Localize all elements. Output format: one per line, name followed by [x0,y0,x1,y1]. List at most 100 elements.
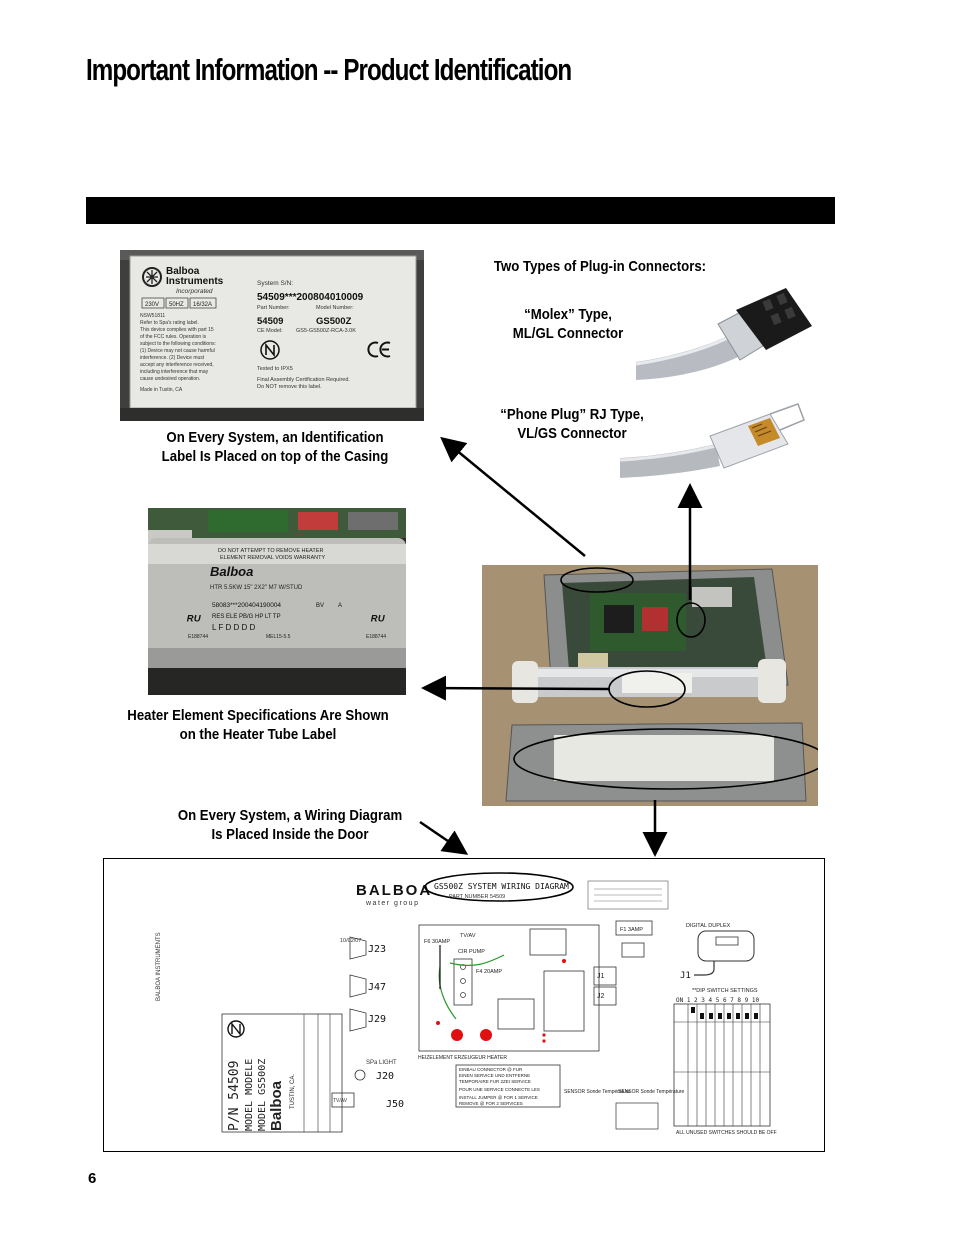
svg-text:(1) Device may not cause harmf: (1) Device may not cause harmful [140,348,215,354]
svg-text:water group: water group [365,900,419,907]
svg-text:CE Model:: CE Model: [257,328,283,334]
svg-text:230V: 230V [145,302,159,308]
svg-text:L F D D D D: L F D D D D [212,623,255,632]
svg-text:J1: J1 [680,971,691,981]
svg-text:J50: J50 [386,1099,404,1110]
svg-text:TUSTIN, CA.: TUSTIN, CA. [290,1074,296,1109]
svg-text:MEL15-5.5: MEL15-5.5 [266,634,291,640]
svg-text:REMOVE @ FOR 2 SERVICES: REMOVE @ FOR 2 SERVICES [459,1101,523,1106]
j20-connector: SPa LIGHT J20 [354,1060,397,1082]
svg-text:DO NOT ATTEMPT TO REMOVE HEATE: DO NOT ATTEMPT TO REMOVE HEATER [218,548,323,554]
svg-text:58083***200404190004: 58083***200404190004 [212,602,281,609]
svg-text:GS500Z SYSTEM WIRING DIAGRAM: GS500Z SYSTEM WIRING DIAGRAM [434,882,569,891]
svg-text:SPa LIGHT: SPa LIGHT [366,1060,397,1066]
svg-text:**DIP SWITCH SETTINGS: **DIP SWITCH SETTINGS [692,988,758,994]
svg-text:Model Number:: Model Number: [316,305,354,311]
svg-text:ᴿᵁ: ᴿᵁ [370,612,385,628]
id-label-photo: Balboa Instruments Incorporated 230V 50H… [120,250,424,421]
molex-connector-photo [636,280,836,384]
svg-text:MODEL GS500Z: MODEL GS500Z [257,1059,268,1131]
svg-text:Made in Tustin, CA: Made in Tustin, CA [140,387,183,393]
svg-text:54509***200804010009: 54509***200804010009 [257,292,364,303]
svg-text:ELEMENT REMOVAL VOIDS WARRANTY: ELEMENT REMOVAL VOIDS WARRANTY [220,555,325,561]
svg-text:J29: J29 [368,1014,386,1025]
svg-text:MODEL MODELE: MODEL MODELE [244,1059,255,1131]
svg-text:INSTALL JUMPER @ FOR 1 SERVICE: INSTALL JUMPER @ FOR 1 SERVICE [459,1095,538,1100]
wiring-caption: On Every System, a Wiring Diagram Is Pla… [177,807,403,843]
svg-text:16/32A: 16/32A [193,302,212,308]
svg-text:A: A [338,603,342,609]
wiring-diagram: BALBOA water group GS500Z SYSTEM WIRING … [103,858,825,1152]
svg-text:This device complies with part: This device complies with part 15 [140,327,214,333]
svg-text:Instruments: Instruments [166,276,224,287]
svg-text:ON 1 2 3 4 5 6 7 8 9 10: ON 1 2 3 4 5 6 7 8 9 10 [676,997,759,1004]
svg-text:F4 20AMP: F4 20AMP [476,969,502,975]
svg-text:POUR UNE SERVICE CONNECTE LES: POUR UNE SERVICE CONNECTE LES [459,1087,540,1092]
svg-text:SENSOR Sonde Température: SENSOR Sonde Température [618,1089,685,1095]
svg-text:HTR 5.5KW 15" 2X2" M7 W/STUD: HTR 5.5KW 15" 2X2" M7 W/STUD [210,585,303,591]
svg-text:NSW51811: NSW51811 [140,313,165,319]
svg-text:Balboa: Balboa [268,1080,285,1131]
phone-plug-connector-photo [620,400,806,478]
section-bar [86,197,835,224]
svg-text:RES ELE PB/G HP LT TP: RES ELE PB/G HP LT TP [212,614,281,620]
svg-text:interference. (2) Device must: interference. (2) Device must [140,355,205,361]
j29-connector: J29 [349,1008,386,1032]
svg-text:50HZ: 50HZ [169,302,184,308]
ul-mark-right-icon: ᴿᵁ [370,612,385,628]
svg-text:System S/N:: System S/N: [257,280,293,287]
heater-caption: Heater Element Specifications Are Shown … [127,707,389,743]
svg-text:EINBAU CONNECTOR @ FUR: EINBAU CONNECTOR @ FUR [459,1067,523,1072]
ul-mark-icon: ᴿᵁ [186,612,201,628]
svg-text:E188744: E188744 [188,634,208,640]
svg-text:SENSOR Sonde Température: SENSOR Sonde Température [564,1089,631,1095]
nrtl-mark-icon [260,340,280,360]
svg-text:CIR PUMP: CIR PUMP [458,949,485,955]
svg-text:subject to the following condi: subject to the following conditions: [140,341,216,347]
balboa-logo-icon [142,267,162,287]
svg-text:TV/AV: TV/AV [333,1098,348,1104]
heater-tube-photo: DO NOT ATTEMPT TO REMOVE HEATER ELEMENT … [148,508,406,695]
page-title: Important Information -- Product Identif… [86,52,572,87]
svg-text:10/02/07: 10/02/07 [340,938,361,944]
phone-plug-caption: “Phone Plug” RJ Type, VL/GS Connector [500,406,644,442]
svg-text:BALBOA: BALBOA [356,882,432,899]
svg-text:ᴿᵁ: ᴿᵁ [186,612,201,628]
svg-text:J20: J20 [376,1071,394,1082]
svg-text:J1: J1 [597,973,605,980]
svg-text:Refer to Spa's rating label.: Refer to Spa's rating label. [140,320,199,326]
svg-text:Tested to IPX5: Tested to IPX5 [257,366,293,372]
svg-text:Balboa: Balboa [210,564,253,579]
svg-text:Final Assembly Certification R: Final Assembly Certification Required. [257,377,350,383]
j23-connector: J23 [349,936,386,960]
svg-text:including interference that ma: including interference that may [140,369,209,375]
id-label-caption: On Every System, an Identification Label… [161,429,389,465]
svg-text:cause undesired operation.: cause undesired operation. [140,376,200,382]
svg-text:Balboa: Balboa [166,266,200,277]
svg-text:DIGITAL DUPLEX: DIGITAL DUPLEX [686,923,731,929]
svg-text:E188744: E188744 [366,634,386,640]
page-number: 6 [88,1170,97,1187]
j50-connector: TV/AV J50 [331,1092,404,1110]
svg-text:Part Number:: Part Number: [257,305,290,311]
connectors-heading: Two Types of Plug-in Connectors: [493,258,707,275]
svg-text:J2: J2 [597,993,605,1000]
svg-text:F1 3AMP: F1 3AMP [620,927,643,933]
svg-text:J23: J23 [368,944,386,955]
svg-text:F6 30AMP: F6 30AMP [424,939,450,945]
arrow-to-heater-label [421,675,611,701]
arrow-to-wiring-from-caption [419,820,469,855]
rating-label-nrtl-icon [227,1020,245,1038]
svg-text:HEIZELEMENT ERZEUGEUR HEATER: HEIZELEMENT ERZEUGEUR HEATER [418,1055,507,1061]
svg-text:TEMPORAIRE FUR 2ZEI SERVICE: TEMPORAIRE FUR 2ZEI SERVICE [459,1079,531,1084]
svg-text:P/N 54509: P/N 54509 [227,1061,242,1131]
svg-text:BV: BV [316,603,324,609]
arrow-to-id-label [440,436,586,557]
spa-pack-photo [482,565,818,806]
j47-connector: J47 [349,974,386,998]
svg-text:Do NOT remove this label.: Do NOT remove this label. [257,384,322,390]
ce-mark-icon [367,341,391,358]
svg-text:ALL UNUSED SWITCHES SHOULD BE: ALL UNUSED SWITCHES SHOULD BE OFF [676,1130,777,1136]
svg-text:TV/AV: TV/AV [460,933,476,939]
